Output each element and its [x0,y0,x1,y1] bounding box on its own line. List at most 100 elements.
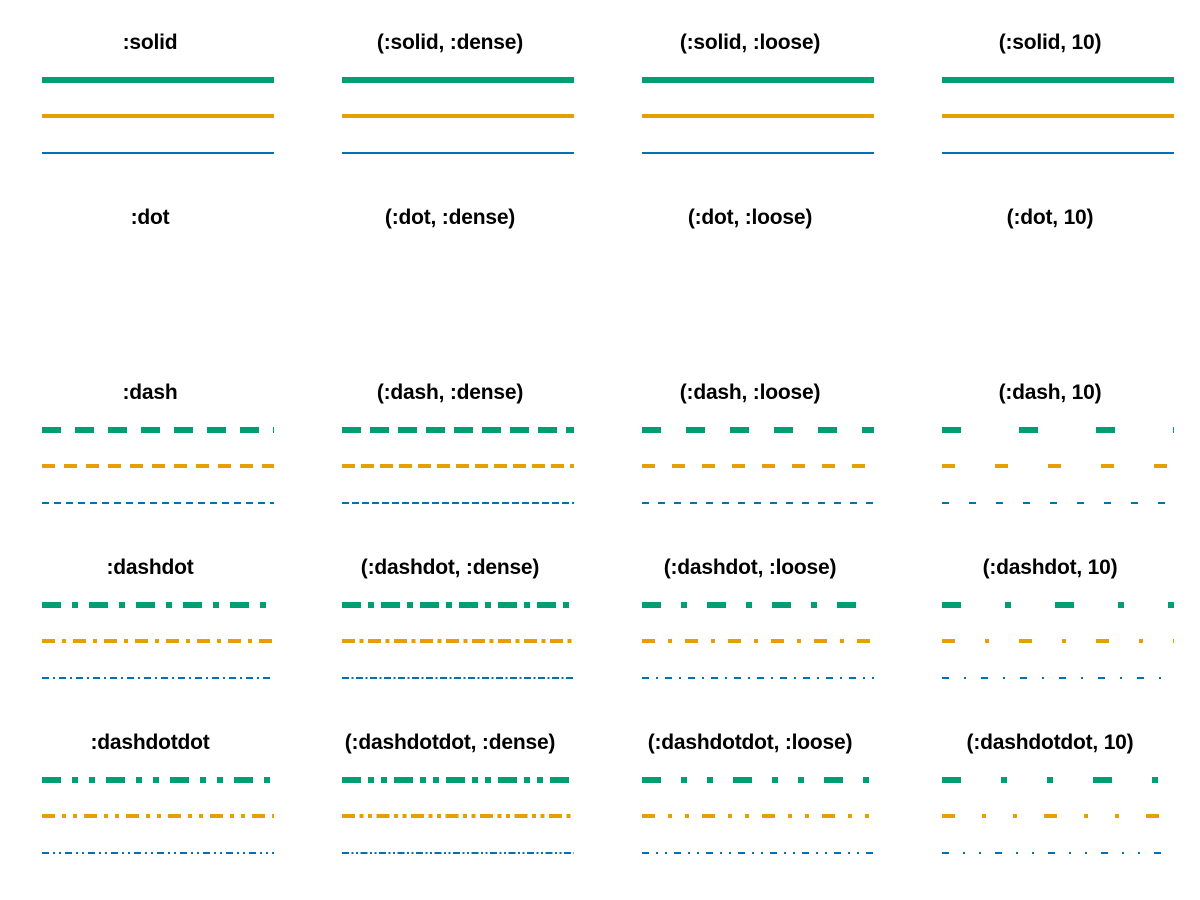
line-sample [42,289,274,293]
line-sample [942,464,1174,468]
linestyle-cell: :dot [0,190,300,365]
line-sample [942,852,1174,854]
line-sample [642,639,874,643]
line-sample [342,327,574,329]
line-sample [942,427,1174,433]
line-sample [642,77,874,83]
linestyle-cell: (:dashdotdot, :loose) [600,715,900,890]
linestyle-cell: (:dashdot, :dense) [300,540,600,715]
line-sample [342,852,574,854]
line-sample [942,677,1174,679]
linestyle-cell: (:dash, 10) [900,365,1200,540]
line-sample [642,464,874,468]
line-sample [42,777,274,783]
line-sample [642,677,874,679]
line-sample-group [42,427,274,517]
line-sample [642,427,874,433]
line-sample-group [342,427,574,517]
linestyle-cell: (:solid, 10) [900,15,1200,190]
line-sample [642,252,874,258]
line-sample [342,777,574,783]
line-sample [642,114,874,118]
line-sample [342,639,574,643]
line-sample [642,852,874,854]
line-sample [642,152,874,154]
line-sample [42,152,274,154]
linestyle-cell: (:solid, :dense) [300,15,600,190]
line-sample [642,777,874,783]
linestyle-cell: (:dashdot, :loose) [600,540,900,715]
line-sample [342,602,574,608]
line-sample [42,852,274,854]
linestyle-cell: (:dot, 10) [900,190,1200,365]
line-sample [42,252,274,258]
line-sample-group [642,77,874,167]
line-sample [942,639,1174,643]
line-sample [42,677,274,679]
linestyle-cell: :dashdot [0,540,300,715]
linestyle-label: :dashdot [106,556,194,579]
linestyle-label: (:dot, :loose) [687,206,813,229]
line-sample [342,289,574,293]
line-sample-group [642,777,874,867]
line-sample [642,814,874,818]
line-sample [42,602,274,608]
line-sample [342,152,574,154]
line-sample [342,502,574,504]
line-sample-group [942,252,1174,342]
linestyle-cell: (:dash, :dense) [300,365,600,540]
linestyle-cell: (:dashdotdot, :dense) [300,715,600,890]
line-sample [642,502,874,504]
linestyle-cell: (:dashdotdot, 10) [900,715,1200,890]
line-sample [42,814,274,818]
line-sample [342,677,574,679]
line-sample [942,114,1174,118]
line-sample-group [642,252,874,342]
line-sample [42,427,274,433]
line-sample [942,77,1174,83]
linestyle-cell: :dash [0,365,300,540]
line-sample [942,777,1174,783]
line-sample-group [42,602,274,692]
line-sample [942,502,1174,504]
line-sample [942,252,1174,258]
linestyle-cell: :solid [0,15,300,190]
linestyle-label: (:dash, :loose) [679,381,821,404]
line-sample [42,639,274,643]
linestyle-label: :dashdotdot [90,731,210,754]
line-sample [42,327,274,329]
line-sample-group [642,602,874,692]
line-sample-group [942,427,1174,517]
linestyle-label: (:dash, 10) [998,381,1102,404]
line-sample-group [942,777,1174,867]
line-sample [42,502,274,504]
line-sample [342,114,574,118]
linestyle-label: (:solid, :loose) [679,31,821,54]
linestyle-label: :solid [122,31,178,54]
linestyle-label: :dot [130,206,170,229]
linestyle-label: (:dashdot, :loose) [663,556,837,579]
linestyle-cell: (:dashdot, 10) [900,540,1200,715]
line-sample-group [942,77,1174,167]
line-sample-group [342,777,574,867]
linestyle-label: (:dashdotdot, :loose) [647,731,853,754]
line-sample-group [942,602,1174,692]
linestyle-label: (:dot, 10) [1006,206,1094,229]
linestyle-cell: :dashdotdot [0,715,300,890]
line-sample [642,602,874,608]
line-sample [42,464,274,468]
linestyle-label: (:dashdotdot, 10) [966,731,1134,754]
line-sample-group [342,252,574,342]
linestyle-label: (:dot, :dense) [384,206,516,229]
line-sample-group [342,77,574,167]
line-sample [942,152,1174,154]
linestyle-label: (:solid, :dense) [376,31,524,54]
line-sample-group [42,252,274,342]
line-sample-group [42,77,274,167]
linestyle-label: (:dashdotdot, :dense) [344,731,556,754]
linestyle-label: (:dashdot, 10) [982,556,1118,579]
linestyle-cell: (:dash, :loose) [600,365,900,540]
line-sample [342,252,574,258]
line-sample [942,814,1174,818]
